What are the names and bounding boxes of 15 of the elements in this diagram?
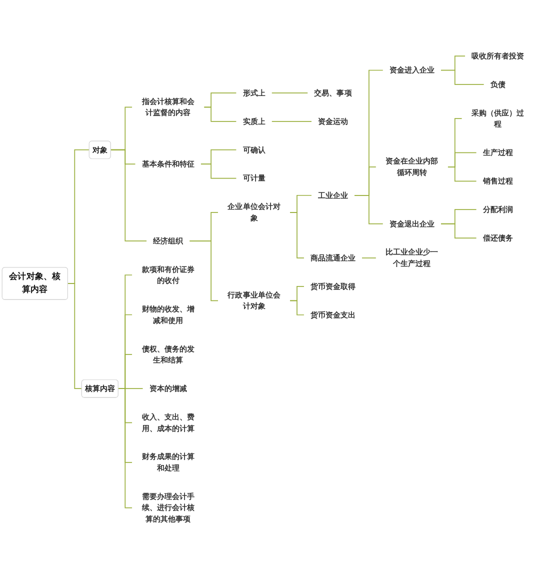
connector <box>118 388 133 508</box>
connector <box>204 106 237 122</box>
connector <box>362 257 376 258</box>
connector <box>440 70 484 85</box>
connector <box>67 282 82 389</box>
connector <box>200 164 237 179</box>
connector <box>271 120 312 122</box>
connector <box>271 92 308 94</box>
connector <box>290 212 304 258</box>
connector <box>189 240 218 302</box>
connector <box>448 166 477 182</box>
connector <box>354 194 384 224</box>
connector <box>440 223 477 238</box>
connector <box>290 300 304 316</box>
connector <box>110 149 148 242</box>
